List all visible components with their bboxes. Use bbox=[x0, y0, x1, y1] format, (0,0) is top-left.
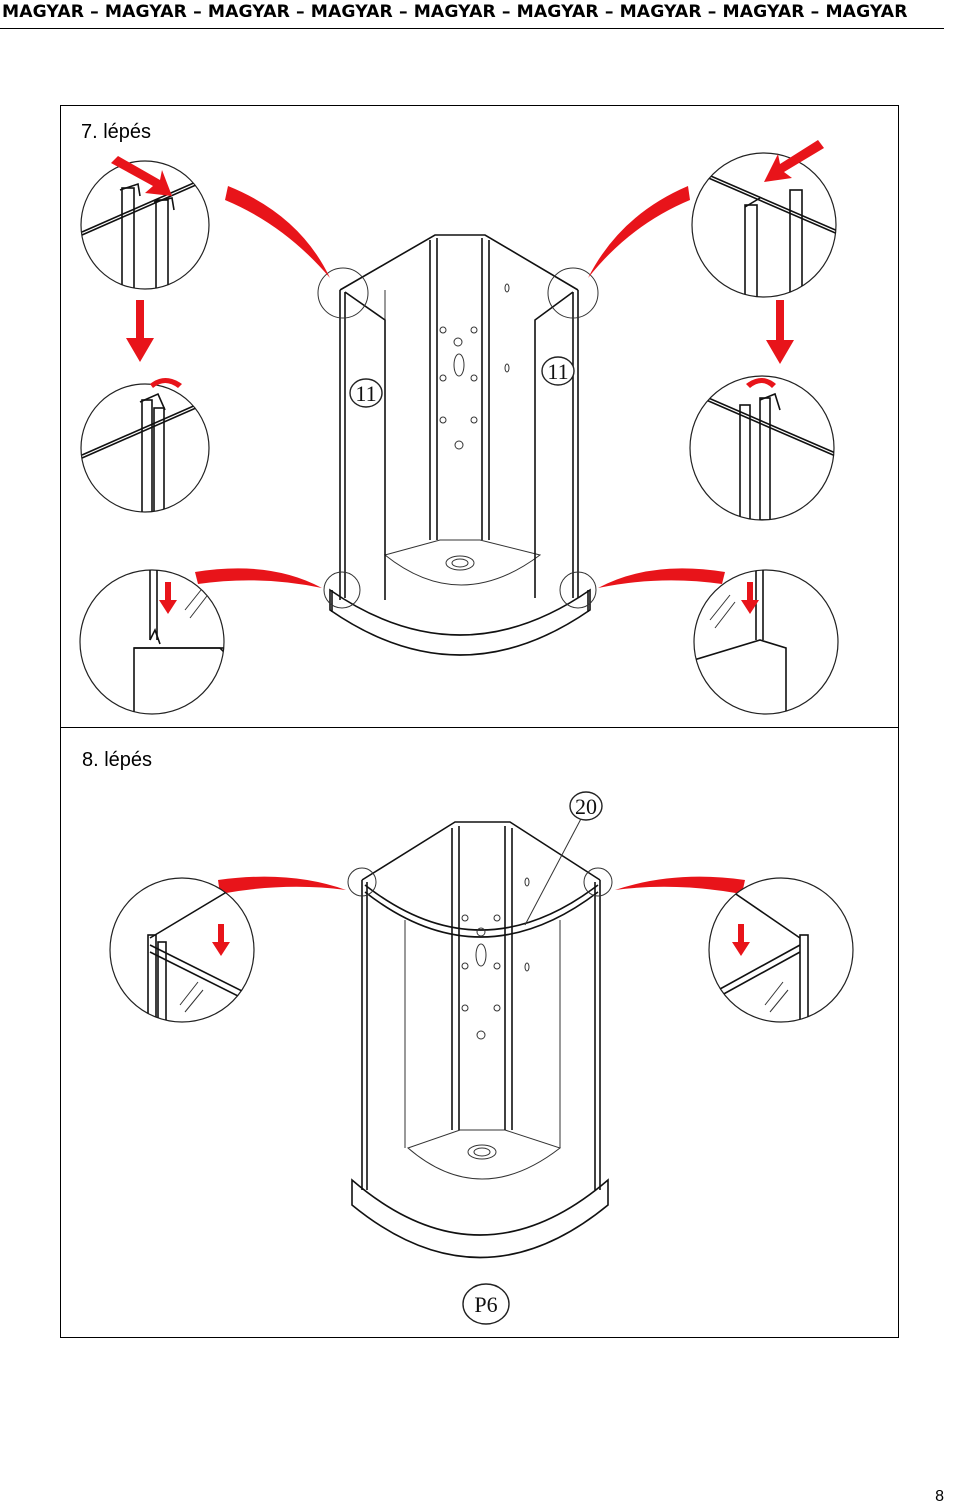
arrow-diagonal-detail-right bbox=[764, 140, 824, 182]
step-8-illustration: 20 P6 bbox=[109, 791, 854, 1325]
step-divider bbox=[60, 727, 899, 728]
curved-arrow-bottom-right bbox=[598, 568, 725, 588]
curved-arrow-step8-left bbox=[218, 876, 346, 894]
arrow-down-left-1 bbox=[126, 300, 154, 362]
page-number: 8 bbox=[935, 1488, 944, 1505]
detail-circle-bottom-left bbox=[79, 569, 225, 715]
detail-circle-step8-left bbox=[109, 877, 255, 1023]
detail-circle-left-middle bbox=[80, 378, 210, 513]
detail-circle-top-left bbox=[80, 156, 210, 290]
arrow-diagonal-detail bbox=[111, 156, 172, 196]
step-8-title: 8. lépés bbox=[82, 749, 153, 771]
rotate-arrow-right bbox=[746, 378, 776, 388]
curved-arrow-bottom-left bbox=[195, 568, 322, 588]
shower-enclosure-step8 bbox=[347, 814, 613, 1259]
arrow-down-right-1 bbox=[766, 300, 794, 364]
curved-arrow-top-right bbox=[588, 186, 690, 278]
arrow-down-step8-right bbox=[732, 924, 750, 956]
curved-arrow-step8-right bbox=[615, 876, 745, 894]
detail-circle-right-middle bbox=[689, 375, 835, 521]
arrow-down-step8-left bbox=[212, 924, 230, 956]
part-label-20: 20 bbox=[569, 791, 603, 821]
part-label-11-right: 11 bbox=[541, 356, 575, 386]
header-language-text: MAGYAR – MAGYAR – MAGYAR – MAGYAR – MAGY… bbox=[2, 2, 908, 22]
part-label-11-left-text: 11 bbox=[355, 381, 376, 406]
detail-circle-top-right bbox=[691, 140, 837, 298]
instruction-frame bbox=[60, 105, 899, 1338]
part-label-20-text: 20 bbox=[575, 794, 597, 819]
arrow-down-detail-left bbox=[159, 582, 177, 614]
detail-circle-step8-right bbox=[708, 877, 854, 1023]
part-label-11-right-text: 11 bbox=[547, 359, 568, 384]
header-bar: MAGYAR – MAGYAR – MAGYAR – MAGYAR – MAGY… bbox=[0, 0, 944, 29]
step-7-title: 7. lépés bbox=[81, 121, 152, 143]
step-7-illustration: 11 11 bbox=[79, 140, 839, 715]
detail-circle-bottom-right bbox=[693, 569, 839, 715]
shower-enclosure-step7 bbox=[317, 234, 599, 656]
part-label-p6-text: P6 bbox=[474, 1292, 497, 1317]
part-label-11-left: 11 bbox=[349, 378, 383, 408]
rotate-arrow-left bbox=[150, 378, 182, 388]
curved-arrow-top-left bbox=[225, 186, 330, 278]
part-label-p6: P6 bbox=[462, 1283, 510, 1325]
arrow-down-detail-right bbox=[741, 582, 759, 614]
